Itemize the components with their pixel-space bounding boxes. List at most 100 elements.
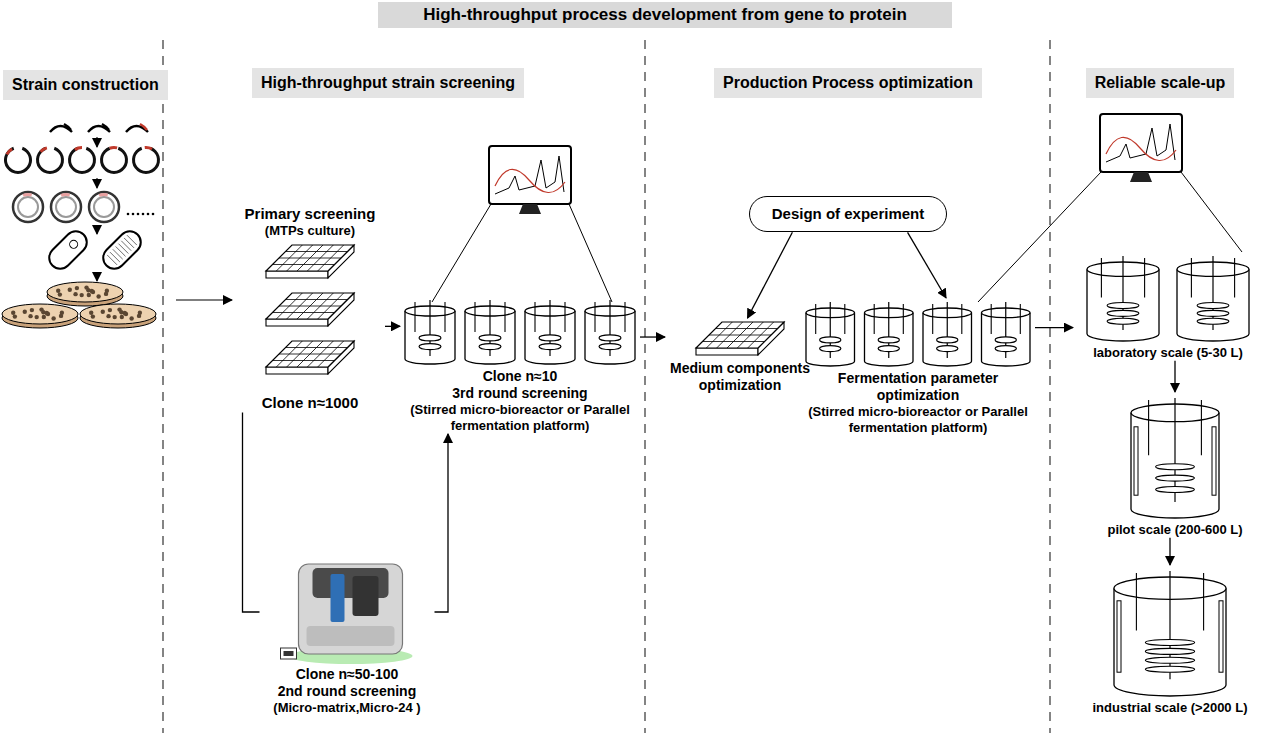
drawing-part [903, 304, 904, 334]
drawing-part [99, 193, 109, 197]
drawing-part [1107, 310, 1139, 316]
node-label: laboratory scale (5-30 L) [1093, 345, 1243, 361]
drawing-part [280, 648, 296, 659]
node-label: (Stirred micro-bioreactor or Parallel fe… [801, 404, 1035, 436]
drawing-part [106, 314, 110, 318]
drawing-part [599, 335, 621, 341]
drawing-part [696, 348, 758, 355]
drawing-part [504, 302, 505, 332]
computer-monitor [489, 146, 571, 214]
flow-connector [1035, 327, 1073, 328]
drawing-part [118, 244, 128, 254]
drawing-part [624, 302, 625, 332]
drawing-part [137, 213, 140, 216]
drawing-part [716, 328, 778, 329]
drawing-part [45, 227, 92, 274]
illustration [400, 296, 640, 368]
drawing-part [89, 192, 119, 222]
drawing-part [564, 302, 565, 332]
drawing-part [937, 337, 958, 343]
drawing-part [444, 302, 445, 332]
drawing-part [1136, 573, 1137, 631]
drawing-part [6, 148, 13, 155]
drawing-part [91, 314, 95, 318]
drawing-part [87, 293, 91, 297]
decoration [2, 40, 1242, 733]
drawing-part [878, 346, 899, 352]
process-box: pilot scale (200-600 L) [1090, 392, 1260, 538]
drawing-part [127, 213, 130, 216]
drawing-part [1101, 258, 1102, 298]
drawing-part [23, 193, 33, 197]
drawing-part [1156, 464, 1195, 470]
drawing-part [34, 315, 38, 319]
node-label: Design of experiment [772, 205, 925, 223]
drawing-part [75, 286, 79, 290]
drawing-part [102, 124, 109, 130]
drawing-part [94, 197, 114, 217]
drawing-part [280, 564, 412, 664]
illustration [665, 318, 815, 360]
drawing-part [107, 255, 117, 265]
drawing-part [124, 238, 134, 248]
drawing-part [273, 264, 335, 265]
drawing-part [56, 197, 76, 217]
drawing-part [47, 282, 123, 302]
drawing-part [1107, 302, 1139, 308]
drawing-part [1106, 124, 1175, 162]
drawing-part [1117, 601, 1121, 672]
drawing-part [100, 146, 128, 174]
drawing-part [696, 322, 784, 348]
drawing-part [266, 341, 354, 367]
node-label: Clone n≈1000 [262, 394, 359, 412]
flow-connector [1169, 538, 1170, 565]
drawing-part [696, 322, 784, 355]
drawing-part [266, 367, 328, 374]
illustration [801, 298, 1035, 370]
drawing-part [844, 304, 845, 334]
process-box: Medium components optimization [665, 318, 815, 394]
drawing-part [13, 314, 17, 318]
drawing-part [99, 227, 146, 274]
drawing-part [878, 337, 899, 343]
drawing-part [489, 146, 571, 204]
drawing-part [815, 304, 816, 334]
drawing-part [495, 169, 565, 192]
drawing-part [1020, 304, 1021, 334]
drawing-part [51, 316, 55, 320]
section-divider [1049, 40, 1051, 733]
node-label: 3rd round screening [452, 385, 587, 402]
drawing-part [89, 311, 93, 315]
drawing-part [1201, 400, 1202, 455]
drawing-part [45, 227, 92, 274]
drawing-part [1134, 427, 1138, 495]
drawing-part [112, 315, 116, 319]
drawing-part [995, 346, 1016, 352]
process-box: Clone n≈103rd round screening(Stirred mi… [400, 296, 640, 434]
drawing-part [474, 302, 475, 332]
drawing-part [414, 302, 415, 332]
drawing-part [132, 213, 135, 216]
drawing-part [58, 292, 62, 296]
drawing-part [495, 156, 564, 194]
strain-construction-illustration [2, 124, 160, 328]
illustration [1077, 565, 1263, 700]
drawing-part [330, 574, 344, 622]
drawing-part [116, 246, 126, 256]
drawing-part [1197, 310, 1229, 316]
drawing-part [96, 137, 97, 147]
drawing-part [569, 204, 612, 302]
connectors [243, 232, 1176, 612]
drawing-part [68, 147, 96, 174]
drawing-part [96, 178, 97, 188]
node-label: 2nd round screening [278, 683, 416, 700]
drawing-part [534, 302, 535, 332]
drawing-part [42, 315, 46, 319]
drawing-part [1107, 318, 1139, 324]
drawing-part [286, 299, 348, 300]
section-divider [644, 40, 646, 733]
process-box: Fermentation parameter optimization(Stir… [801, 298, 1035, 436]
drawing-part [709, 335, 771, 336]
drawing-part [1144, 258, 1145, 298]
node-label: Medium components optimization [665, 360, 815, 394]
